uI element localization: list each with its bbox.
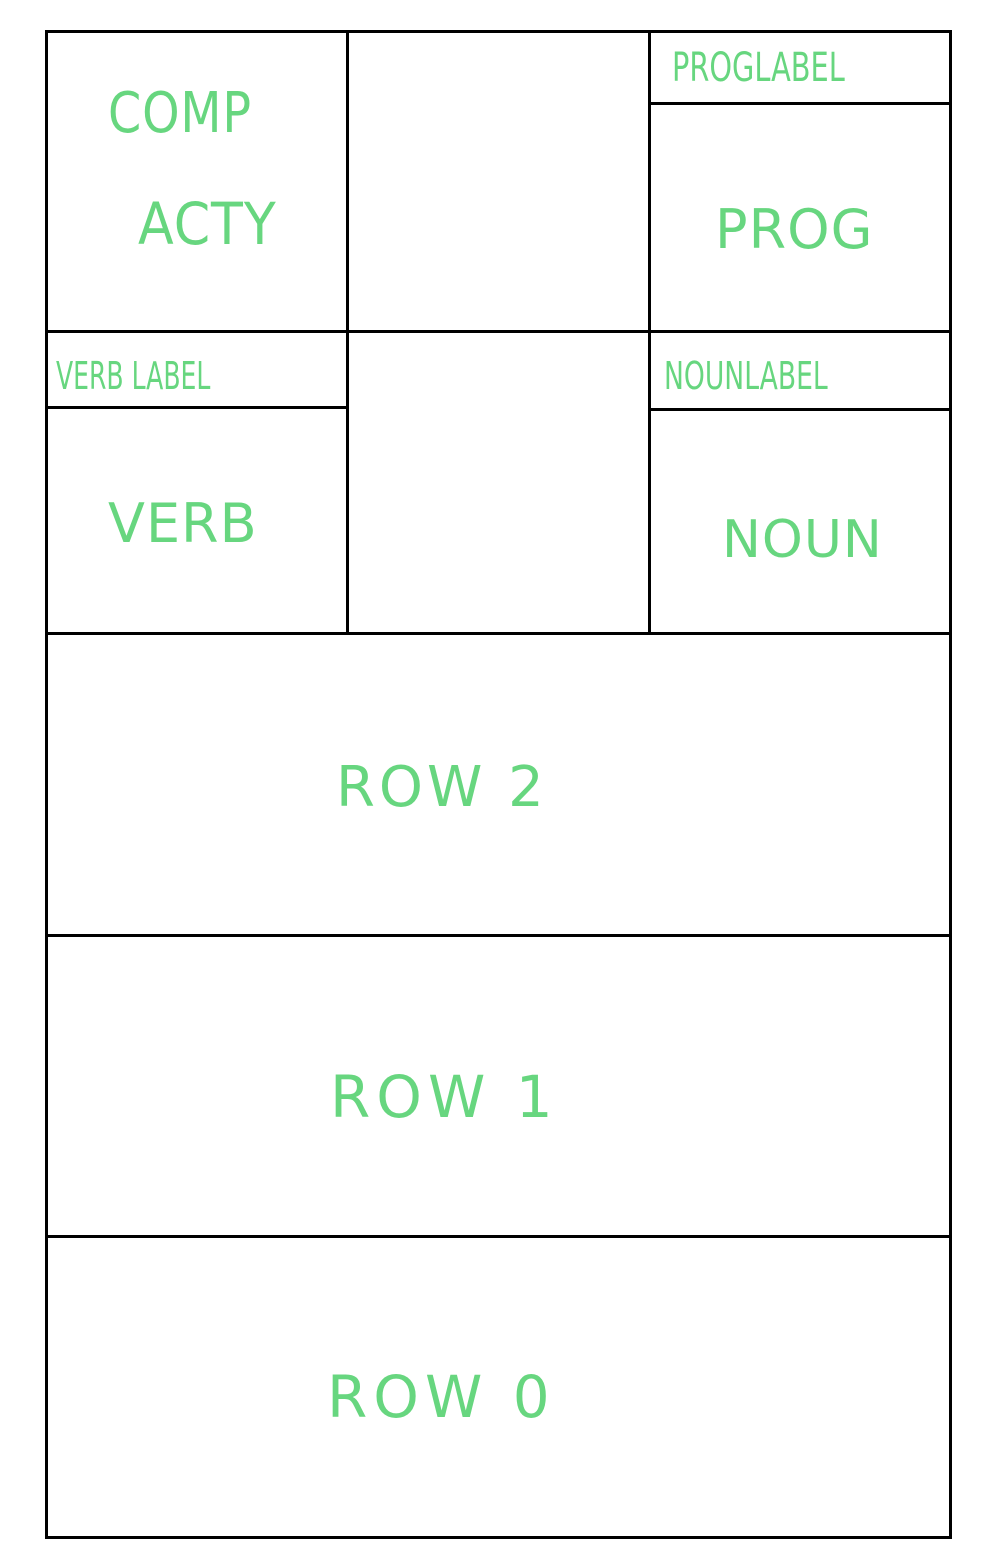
divider-row2	[45, 632, 952, 635]
noun-label-header: NOUNLABEL	[664, 354, 828, 398]
row2-label: ROW 2	[336, 755, 548, 820]
divider-prog-label	[648, 102, 952, 105]
layout-frame	[45, 30, 952, 1539]
divider-noun-label	[648, 408, 952, 411]
verb-label-header: VERB LABEL	[56, 354, 211, 398]
row1-label: ROW 1	[330, 1063, 559, 1131]
prog-label-header: PROGLABEL	[672, 45, 845, 91]
comp-acty-label-line2: ACTY	[138, 190, 277, 258]
row0-label: ROW 0	[327, 1363, 556, 1431]
divider-row1	[45, 934, 952, 937]
comp-acty-label-line1: COMP	[108, 81, 252, 146]
prog-label: PROG	[715, 198, 874, 261]
verb-label: VERB	[108, 492, 258, 555]
divider-verb-label	[45, 406, 347, 409]
divider-top-rows	[45, 330, 952, 333]
noun-label: NOUN	[722, 510, 883, 570]
divider-row0	[45, 1235, 952, 1238]
